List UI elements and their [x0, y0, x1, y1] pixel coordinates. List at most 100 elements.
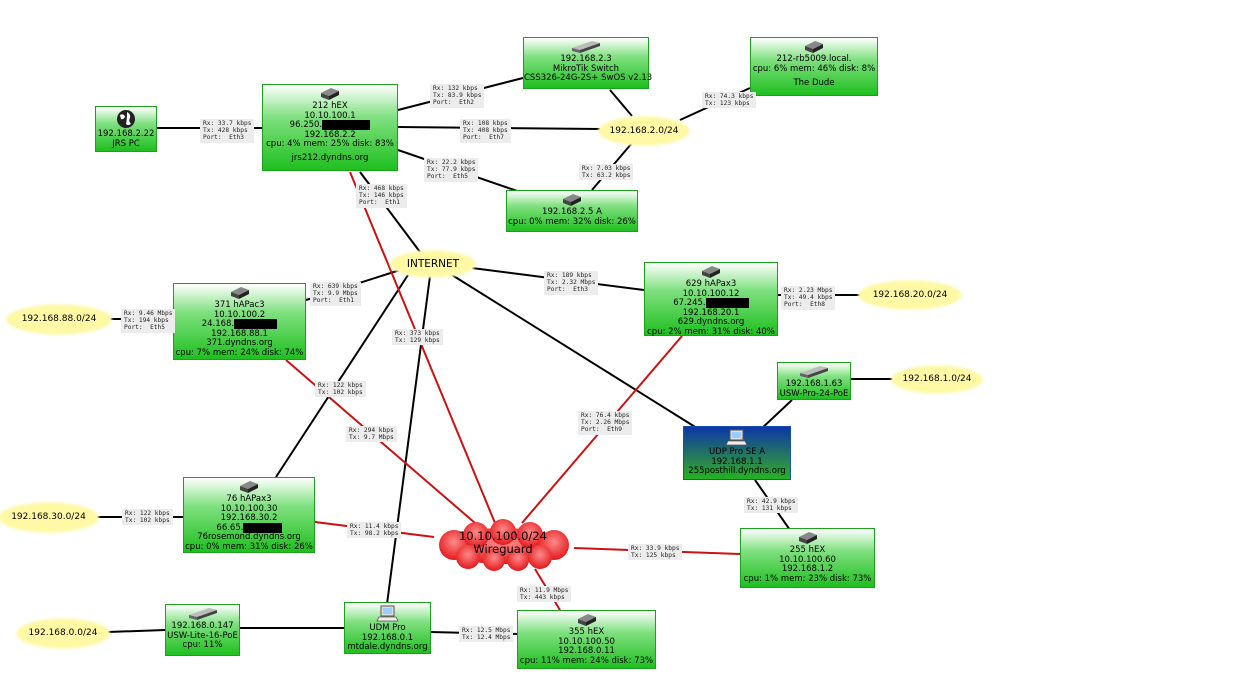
traffic-label: Rx: 11.4 kbps Tx: 98.2 kbps: [347, 522, 402, 539]
node-stats: cpu: 6% mem: 46% disk: 8%: [752, 63, 876, 74]
node-wan-ip: 67.245.xxxxx: [645, 298, 777, 309]
node-name: 192.168.2.5 A: [542, 207, 602, 217]
node-ip: 192.168.0.147: [171, 621, 234, 631]
node-usw-lite-16-poe[interactable]: 192.168.0.147 USW-Lite-16-PoE cpu: 11%: [165, 604, 240, 656]
traffic-label: Rx: 9.46 Mbps Tx: 194 kbps Port: Eth5: [121, 309, 176, 333]
red-cloud-shape: [439, 519, 569, 571]
node-usw-pro-24-poe[interactable]: 192.168.1.63 USW-Pro-24-PoE: [777, 362, 851, 400]
node-model: CSS326-24G-2S+ SwOS v2.13: [524, 73, 653, 83]
computer-icon: [375, 605, 399, 622]
node-dns: 76rosemond.dyndns.org: [197, 532, 301, 542]
node-629-hapax3[interactable]: 629 hAPax3 10.10.100.12 67.245.xxxxx 192…: [644, 262, 778, 336]
switch-icon: [800, 366, 828, 378]
node-wg-ip: 10.10.100.50: [558, 636, 615, 647]
node-stats: cpu: 0% mem: 32% disk: 26%: [508, 216, 636, 227]
cloud-internet[interactable]: INTERNET: [392, 252, 474, 276]
node-ip: 192.168.1.1: [711, 456, 763, 467]
node-tag: The Dude: [793, 78, 835, 88]
node-lan-ip: 192.168.20.1: [682, 307, 740, 318]
node-wan-ip: 66.65.xxxx: [184, 522, 314, 534]
cloud-net-192-168-2[interactable]: 192.168.2.0/24: [600, 118, 688, 144]
node-lan-ip: 192.168.1.2: [781, 564, 834, 574]
traffic-label: Rx: 11.9 Mbps Tx: 443 kbps: [517, 586, 572, 603]
redacted-block: xxxx: [243, 522, 282, 533]
node-name: 212-rb5009.local.: [776, 54, 852, 64]
node-dns: 371.dyndns.org: [206, 338, 273, 348]
node-name: 371 hAPac3: [214, 300, 265, 310]
node-wan-ip: 24.168.xxxxx: [174, 319, 305, 330]
traffic-label: Rx: 189 kbps Tx: 2.32 Mbps Port: Eth3: [544, 271, 599, 295]
traffic-label: Rx: 7.03 kbps Tx: 63.2 kbps: [579, 164, 634, 181]
router-icon: [798, 532, 817, 544]
node-wg-ip: 10.10.100.1: [304, 110, 356, 121]
cloud-net-192-168-88[interactable]: 192.168.88.0/24: [8, 306, 110, 333]
node-255-hex[interactable]: 255 hEX 10.10.100.60 192.168.1.2 cpu: 1%…: [740, 528, 875, 588]
node-ip: 192.168.2.3: [560, 54, 612, 64]
cloud-net-192-168-20[interactable]: 192.168.20.0/24: [860, 282, 960, 308]
cloud-net-192-168-1[interactable]: 192.168.1.0/24: [893, 367, 981, 392]
traffic-label: Rx: 294 kbps Tx: 9.7 Mbps: [346, 426, 397, 443]
traffic-label: Rx: 122 kbps Tx: 102 kbps: [315, 381, 366, 398]
node-udm-pro[interactable]: UDM Pro 192.168.0.1 mtdale.dyndns.org: [344, 602, 431, 654]
node-76-hapax3[interactable]: 76 hAPax3 10.10.100.30 192.168.30.2 66.6…: [183, 477, 315, 553]
node-wg-ip: 10.10.100.2: [213, 309, 266, 320]
node-wg-ip: 10.10.100.60: [779, 554, 836, 565]
node-stats: cpu: 1% mem: 23% disk: 73%: [743, 573, 872, 584]
traffic-label: Rx: 76.4 kbps Tx: 2.26 Mbps Port: Eth9: [578, 411, 633, 435]
node-name: JRS PC: [112, 138, 140, 149]
router-icon: [702, 266, 720, 278]
node-mikrotik-switch[interactable]: 192.168.2.3 MikroTik Switch CSS326-24G-2…: [523, 37, 653, 89]
node-stats: cpu: 11%: [182, 640, 223, 650]
node-192-168-2-5-a[interactable]: 192.168.2.5 A cpu: 0% mem: 32% disk: 26%: [506, 190, 638, 232]
node-name: 629 hAPax3: [685, 279, 737, 289]
cloud-net-192-168-30[interactable]: 192.168.30.0/24: [0, 504, 97, 531]
router-icon: [563, 194, 581, 206]
node-udp-pro-se[interactable]: UDP Pro SE A 192.168.1.1 255posthill.dyn…: [683, 426, 791, 480]
traffic-label: Rx: 33.7 kbps Tx: 428 kbps Port: Eth3: [200, 119, 255, 143]
node-stats: cpu: 0% mem: 31% disk: 26%: [185, 541, 313, 552]
node-lan-ip: 192.168.2.2: [304, 129, 356, 140]
node-stats: cpu: 7% mem: 24% disk: 74%: [175, 347, 304, 358]
node-name: UDM Pro: [369, 623, 406, 633]
traffic-label: Rx: 33.9 kbps Tx: 125 kbps: [628, 544, 683, 561]
traffic-label: Rx: 12.5 Mbps Tx: 12.4 Mbps: [459, 626, 514, 643]
node-stats: cpu: 11% mem: 24% disk: 73%: [519, 655, 654, 666]
node-ip: 192.168.1.63: [785, 379, 843, 389]
globe-icon: [117, 110, 135, 128]
node-355-hex[interactable]: 355 hEX 10.10.100.50 192.168.0.11 cpu: 1…: [517, 610, 656, 669]
node-wg-ip: 10.10.100.12: [682, 288, 740, 299]
wireguard-name: Wireguard: [473, 542, 533, 556]
traffic-label: Rx: 639 kbps Tx: 9.9 Mbps Port: Eth1: [310, 282, 361, 306]
node-lan-ip: 192.168.30.2: [220, 513, 278, 523]
traffic-label: Rx: 132 kbps Tx: 83.9 kbps Port: Eth2: [430, 84, 485, 108]
traffic-label: Rx: 22.2 kbps Tx: 77.9 kbps Port: Eth5: [424, 158, 479, 182]
link-internet-udp: [451, 274, 701, 431]
node-name: USW-Lite-16-PoE: [167, 630, 238, 641]
node-212-hex[interactable]: 212 hEX 10.10.100.1 96.250.xxxxxx 192.16…: [262, 84, 398, 171]
traffic-label: Rx: 2.23 Mbps Tx: 49.4 kbps Port: Eth8: [781, 286, 836, 310]
node-stats: cpu: 2% mem: 31% disk: 40%: [647, 326, 775, 337]
router-icon: [230, 287, 249, 299]
redacted-block: xxxxx: [705, 298, 749, 308]
node-dns: 629.dyndns.org: [677, 317, 745, 327]
traffic-label: Rx: 42.9 kbps Tx: 131 kbps: [744, 497, 799, 514]
node-name: MikroTik Switch: [552, 63, 620, 74]
link-usw-udp: [759, 399, 793, 431]
node-wg-ip: 10.10.100.30: [220, 503, 278, 514]
node-jrs-pc[interactable]: 192.168.2.22 JRS PC: [95, 106, 157, 152]
node-name: 355 hEX: [568, 627, 605, 637]
node-lan-ip: 192.168.0.11: [558, 646, 615, 656]
node-212-rb5009[interactable]: 212-rb5009.local. cpu: 6% mem: 46% disk:…: [750, 37, 878, 96]
traffic-label: Rx: 74.3 kbps Tx: 123 kbps: [702, 92, 757, 109]
node-wan-ip: 96.250.xxxxxx: [263, 120, 397, 131]
node-lan-ip: 192.168.88.1: [211, 328, 268, 339]
router-icon: [321, 88, 339, 100]
redacted-block: xxxxx: [234, 319, 278, 329]
node-name: 76 hAPax3: [226, 494, 272, 504]
cloud-net-192-168-0[interactable]: 192.168.0.0/24: [18, 620, 108, 647]
node-371-hapac3[interactable]: 371 hAPac3 10.10.100.2 24.168.xxxxx 192.…: [173, 283, 306, 360]
node-ip: 192.168.0.1: [361, 632, 414, 643]
wg-link-212hex: [349, 171, 496, 524]
link-net0-uswlite: [107, 629, 166, 633]
